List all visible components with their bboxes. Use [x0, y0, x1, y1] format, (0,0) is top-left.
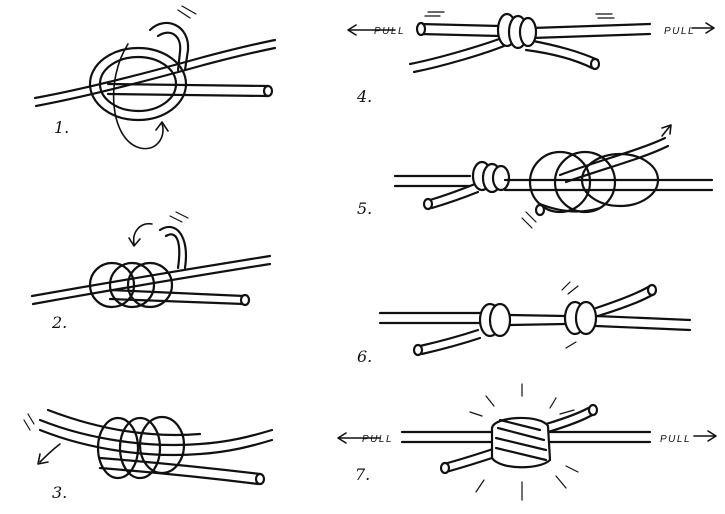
pull-label-right-2: PULL	[660, 434, 691, 445]
step-4-label: 4.	[356, 87, 372, 106]
step-3-illustration	[23, 408, 274, 486]
pull-label-left: PULL	[374, 26, 405, 37]
step-7-illustration: PULL PULL	[337, 383, 717, 501]
step-1-label: 1.	[54, 118, 69, 137]
step-3-label: 3.	[52, 483, 67, 502]
pull-label-right: PULL	[664, 26, 695, 37]
step-6-illustration	[378, 281, 692, 357]
step-1-illustration	[33, 5, 277, 150]
step-5-illustration	[393, 124, 714, 229]
pull-label-left-2: PULL	[362, 434, 393, 445]
step-6-label: 6.	[357, 347, 372, 366]
step-5-label: 5.	[357, 199, 372, 218]
step-4-illustration: PULL PULL	[347, 11, 715, 74]
step-7-label: 7.	[355, 465, 370, 484]
step-2-label: 2.	[51, 313, 67, 332]
step-2-illustration	[30, 211, 272, 309]
